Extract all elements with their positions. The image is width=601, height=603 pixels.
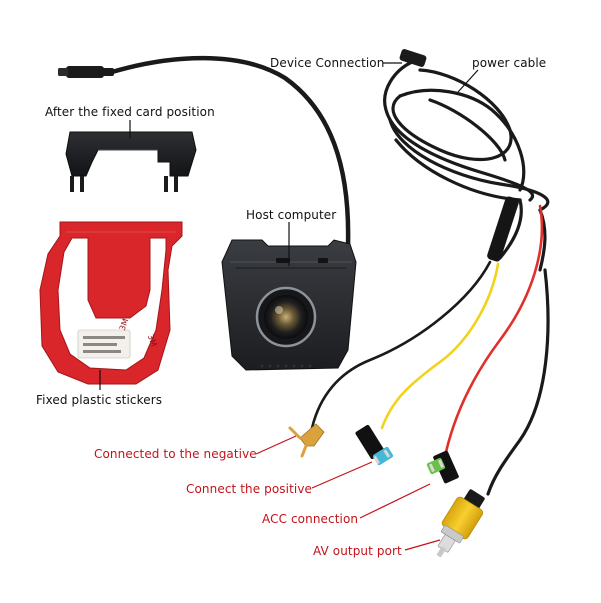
label-card-position: After the fixed card position (45, 105, 215, 119)
device-plug-icon (399, 49, 427, 67)
leader-lines (99, 62, 479, 551)
label-av-output: AV output port (313, 544, 402, 558)
label-negative: Connected to the negative (94, 447, 257, 461)
rca-plug-icon (436, 489, 485, 558)
av-cable (486, 268, 550, 496)
acc-fuse-tap-icon (426, 450, 459, 484)
acc-wire (444, 204, 544, 454)
negative-wire (310, 260, 492, 430)
cable-coil-icon (383, 60, 550, 272)
bracket-icon (65, 131, 197, 192)
label-device-connection: Device Connection (270, 56, 385, 70)
label-power-cable: power cable (472, 56, 547, 70)
fuse-tap-icon (355, 424, 394, 466)
wire-junction-icon (487, 196, 519, 262)
label-acc: ACC connection (262, 512, 359, 526)
label-positive: Connect the positive (186, 482, 313, 496)
ring-terminal-icon (288, 423, 325, 458)
dashcam-icon (221, 239, 357, 371)
adhesive-sticker-icon (39, 221, 183, 385)
host-cable (109, 55, 351, 248)
usb-connector-icon (58, 66, 114, 78)
label-plastic-stickers: Fixed plastic stickers (36, 393, 163, 407)
label-host-computer: Host computer (246, 208, 337, 222)
positive-wire (380, 262, 500, 430)
